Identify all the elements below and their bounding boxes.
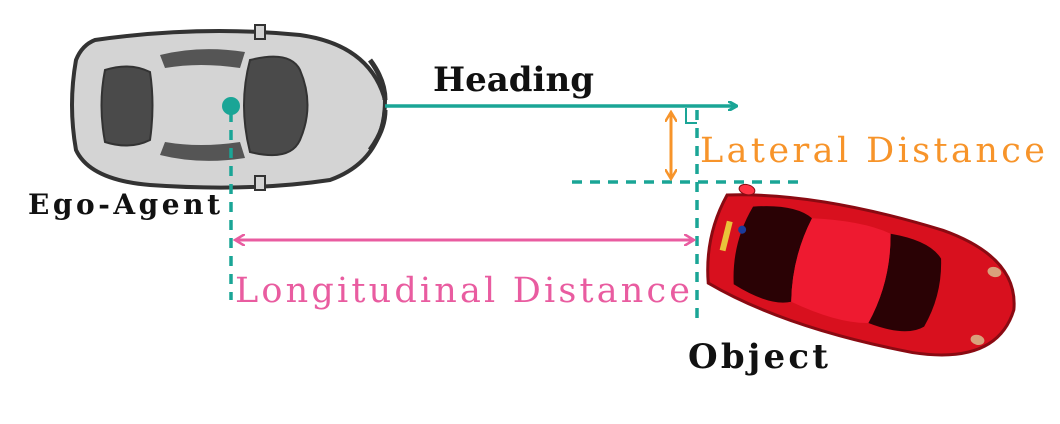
longitudinal-distance-label: Longitudinal Distance (235, 271, 690, 311)
object-label: Object (688, 337, 828, 377)
ego-center-dot (222, 97, 240, 115)
lateral-distance-label: Lateral Distance (700, 131, 1045, 171)
ego-agent-label: Ego-Agent (28, 188, 220, 221)
right-angle-mark (685, 108, 697, 124)
heading-label: Heading (433, 60, 594, 100)
object-car (706, 183, 1016, 357)
